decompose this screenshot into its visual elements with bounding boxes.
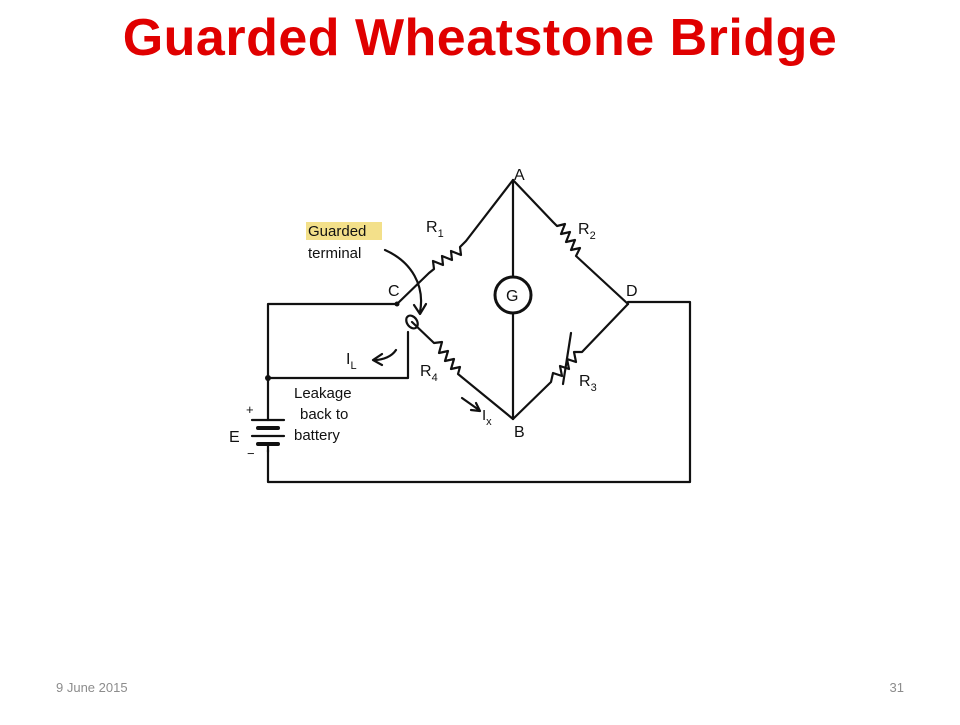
wire-c-b — [410, 320, 515, 421]
wire-outer-loop — [266, 302, 399, 422]
guard-terminal-ring — [405, 314, 419, 330]
wire-outer-bottom — [266, 300, 692, 484]
footer-date: 9 June 2015 — [56, 680, 128, 695]
r3-variable-arrow — [561, 331, 573, 386]
battery-label: E — [229, 429, 240, 446]
node-c-dot — [394, 301, 400, 307]
node-label-a: A — [514, 167, 525, 184]
junction-dot — [265, 375, 271, 381]
leakage-label-line3: battery — [294, 427, 340, 444]
ix-arrowhead — [469, 401, 482, 413]
resistor-label-r4: R4 — [420, 363, 438, 384]
il-arrowhead — [371, 352, 384, 367]
slide-title: Guarded Wheatstone Bridge — [122, 9, 838, 67]
node-label-b: B — [514, 424, 525, 441]
leakage-label-line1: Leakage — [294, 385, 352, 402]
page-number: 31 — [889, 680, 904, 695]
wire-c-a — [395, 178, 515, 306]
leakage-current-label: IL — [346, 351, 357, 372]
battery-cells — [250, 418, 286, 454]
guard-label-line2: terminal — [308, 245, 361, 262]
wire-b-d — [511, 302, 630, 421]
resistor-label-r1: R1 — [426, 219, 444, 240]
resistor-label-r3: R3 — [579, 373, 597, 394]
test-current-label: Ix — [482, 407, 492, 428]
galvanometer-circle — [493, 275, 533, 315]
wire-guard-return — [266, 330, 410, 380]
guard-pointer-arrow — [383, 248, 423, 314]
node-label-d: D — [626, 283, 638, 300]
battery-minus: − — [247, 446, 255, 461]
ix-arrow — [460, 396, 481, 412]
il-arrow — [372, 348, 398, 362]
wire-a-d — [511, 178, 630, 306]
galvanometer-label: G — [506, 288, 518, 305]
guard-pointer-arrowhead — [412, 302, 428, 316]
resistor-label-r2: R2 — [578, 221, 596, 242]
node-label-c: C — [388, 283, 400, 300]
guard-label-line1: Guarded — [308, 223, 366, 240]
leakage-label-line2: back to — [300, 406, 348, 423]
guard-highlight — [306, 222, 382, 240]
battery-plus: + — [246, 402, 254, 417]
